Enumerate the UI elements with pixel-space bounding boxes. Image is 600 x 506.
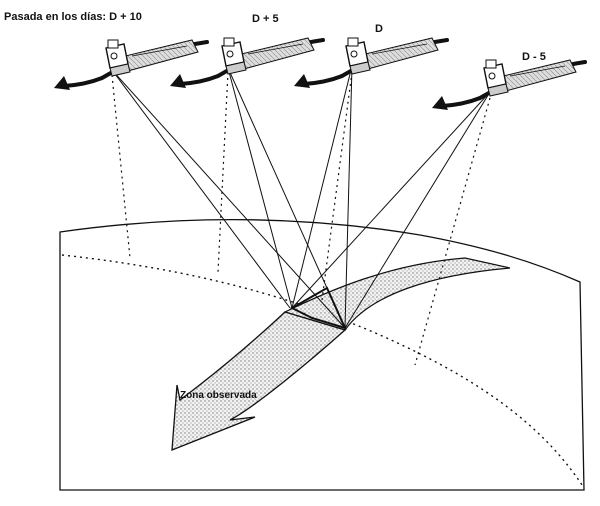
observed-zone-swath: [283, 257, 511, 331]
satellite-d: [294, 36, 449, 88]
direction-arrow-icon: [432, 96, 448, 110]
viewing-rays: [111, 65, 491, 329]
label-d: D: [375, 23, 383, 35]
label-d-plus-5: D + 5: [252, 13, 279, 25]
pass-days-label: Pasada en los días: D + 10: [4, 11, 142, 23]
earth-surface-outline: [59, 218, 585, 491]
satellite-d-plus-10: [54, 38, 209, 90]
satellite-d-minus-5: [432, 58, 587, 110]
direction-arrow-icon: [54, 76, 70, 90]
direction-arrow-icon: [294, 74, 310, 88]
observed-zone-arrow: [171, 311, 347, 451]
label-d-minus-5: D - 5: [522, 51, 546, 63]
direction-arrow-icon: [170, 74, 186, 88]
nadir-lines: [111, 71, 491, 366]
observed-zone-label: Zona observada: [180, 390, 257, 401]
ground-track-curve: [61, 254, 585, 489]
satellite-d-plus-5: [170, 36, 325, 88]
